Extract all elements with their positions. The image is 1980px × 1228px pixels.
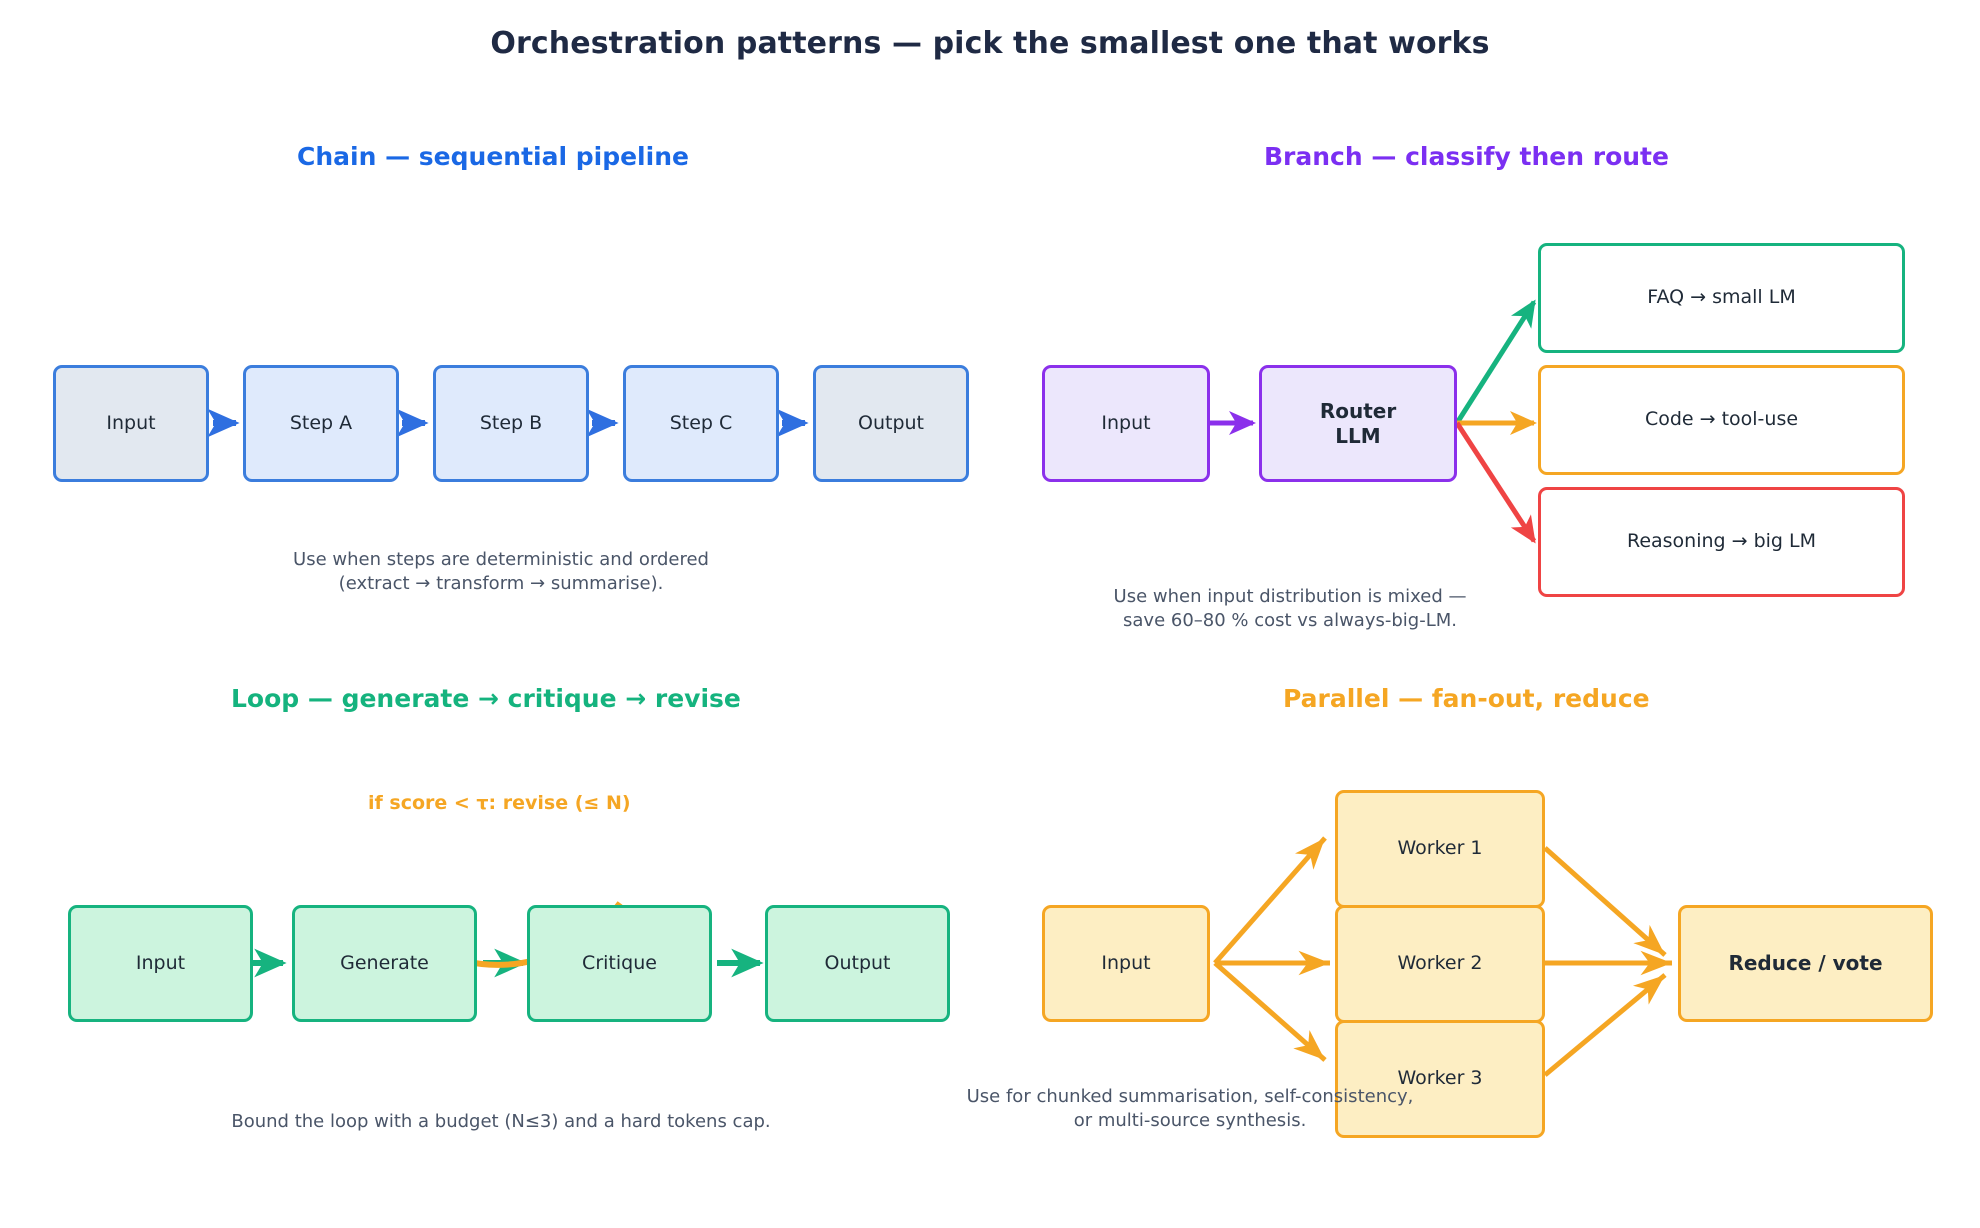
chain-node-output[interactable]: Output [813, 365, 969, 482]
parallel-worker-2-label: Worker 2 [1397, 952, 1483, 975]
parallel-worker-2[interactable]: Worker 2 [1335, 905, 1545, 1023]
branch-node-router-label: Router LLM [1319, 399, 1397, 448]
loop-caption: Bound the loop with a budget (N≤3) and a… [231, 1111, 771, 1132]
branch-node-router[interactable]: Router LLM [1259, 365, 1457, 482]
parallel-caption: Use for chunked summarisation, self-cons… [966, 1086, 1414, 1131]
loop-node-input[interactable]: Input [68, 905, 253, 1022]
chain-node-output-label: Output [858, 411, 924, 434]
page-title: Orchestration patterns — pick the smalle… [490, 26, 1490, 61]
parallel-worker-3[interactable]: Worker 3 [1335, 1020, 1545, 1138]
branch-node-input[interactable]: Input [1042, 365, 1210, 482]
parallel-worker-1-label: Worker 1 [1397, 837, 1483, 860]
parallel-node-input-label: Input [1101, 951, 1151, 974]
loop-node-generate[interactable]: Generate [292, 905, 477, 1022]
branch-route-faq-label: FAQ → small LM [1647, 286, 1796, 309]
loop-node-critique-label: Critique [582, 951, 657, 974]
branch-route-code-label: Code → tool-use [1644, 408, 1799, 431]
branch-route-code[interactable]: Code → tool-use [1538, 365, 1905, 475]
branch-route-reasoning[interactable]: Reasoning → big LM [1538, 487, 1905, 597]
loop-node-output[interactable]: Output [765, 905, 950, 1022]
chain-node-step-b[interactable]: Step B [433, 365, 589, 482]
loop-title: Loop — generate → critique → revise [231, 684, 741, 713]
chain-node-input[interactable]: Input [53, 365, 209, 482]
branch-node-input-label: Input [1101, 411, 1151, 434]
chain-node-step-a-label: Step A [289, 411, 353, 434]
parallel-worker-3-label: Worker 3 [1397, 1067, 1483, 1090]
parallel-title: Parallel — fan-out, reduce [1283, 684, 1650, 713]
chain-node-step-b-label: Step B [479, 411, 543, 434]
chain-title: Chain — sequential pipeline [297, 142, 689, 171]
loop-node-output-label: Output [824, 951, 891, 974]
chain-node-step-a[interactable]: Step A [243, 365, 399, 482]
parallel-node-reduce[interactable]: Reduce / vote [1678, 905, 1933, 1022]
loop-condition-label: if score < τ: revise (≤ N) [368, 792, 631, 814]
branch-route-reasoning-label: Reasoning → big LM [1626, 530, 1817, 553]
loop-node-critique[interactable]: Critique [527, 905, 712, 1022]
branch-caption: Use when input distribution is mixed — s… [1113, 586, 1467, 631]
parallel-worker-1[interactable]: Worker 1 [1335, 790, 1545, 908]
branch-title: Branch — classify then route [1264, 142, 1669, 171]
chain-node-step-c-label: Step C [669, 411, 733, 434]
loop-node-generate-label: Generate [340, 951, 429, 974]
parallel-node-input[interactable]: Input [1042, 905, 1210, 1022]
branch-route-faq[interactable]: FAQ → small LM [1538, 243, 1905, 353]
chain-node-input-label: Input [106, 411, 156, 434]
loop-node-input-label: Input [135, 951, 186, 974]
chain-caption: Use when steps are deterministic and ord… [293, 549, 709, 594]
parallel-node-reduce-label: Reduce / vote [1728, 951, 1883, 976]
chain-node-step-c[interactable]: Step C [623, 365, 779, 482]
